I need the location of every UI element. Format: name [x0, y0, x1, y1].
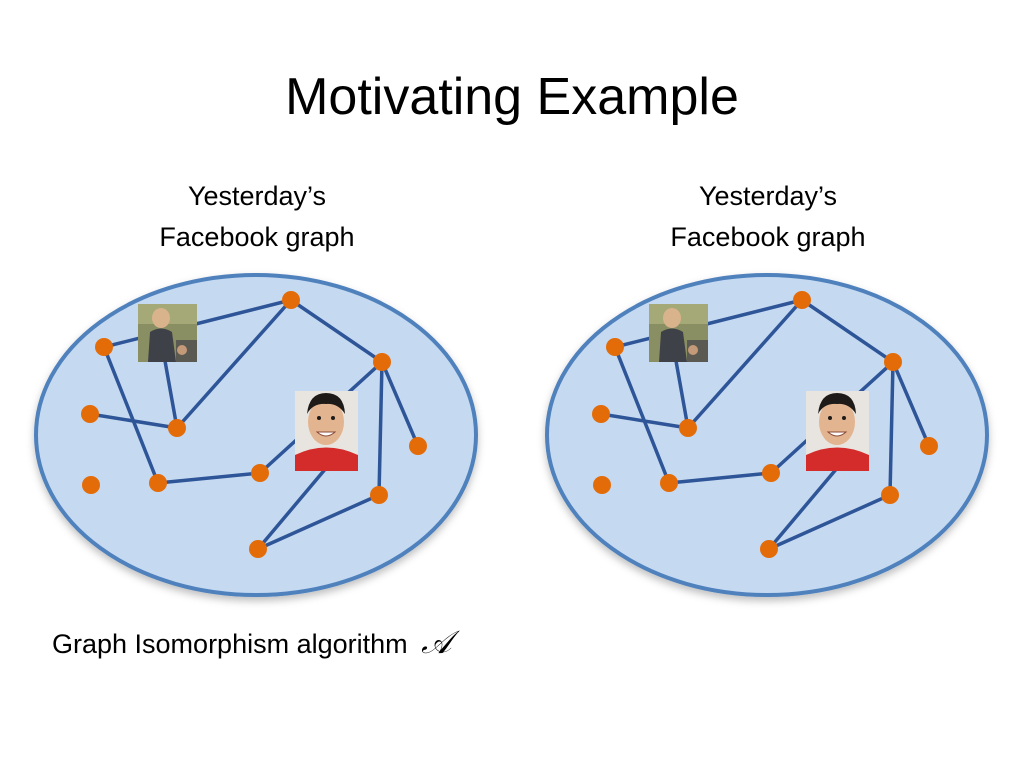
left-edge — [156, 471, 262, 485]
left-graph-edges — [88, 298, 420, 551]
left-node — [409, 437, 427, 455]
right-graph-edges — [599, 298, 931, 551]
right-node — [606, 338, 624, 356]
right-edge — [888, 360, 895, 497]
slide-title: Motivating Example — [285, 68, 739, 126]
left-node — [373, 353, 391, 371]
person-photo-icon — [138, 304, 197, 362]
right-graph-caption: Yesterday’s Facebook graph — [603, 176, 933, 258]
person-photo-icon — [649, 304, 708, 362]
right-node — [679, 419, 697, 437]
left-node — [82, 476, 100, 494]
left-edge — [88, 412, 179, 430]
right-graph-nodes — [592, 291, 938, 558]
left-node — [168, 419, 186, 437]
left-edge — [256, 493, 381, 551]
left-node — [282, 291, 300, 309]
algorithm-symbol: 𝒜 — [421, 623, 452, 661]
right-node — [793, 291, 811, 309]
smiling-face-photo-icon — [806, 391, 869, 471]
left-caption-line1: Yesterday’s — [187, 181, 327, 211]
right-node — [760, 540, 778, 558]
left-edge — [377, 360, 384, 497]
right-node — [762, 464, 780, 482]
left-edge — [380, 360, 420, 448]
left-node — [370, 486, 388, 504]
left-edge — [102, 345, 160, 485]
right-node — [660, 474, 678, 492]
right-caption-line2: Facebook graph — [670, 222, 866, 252]
left-node — [95, 338, 113, 356]
right-node — [884, 353, 902, 371]
left-edge — [175, 298, 293, 430]
right-edge — [686, 298, 804, 430]
left-edge — [289, 298, 384, 364]
right-edge — [891, 360, 931, 448]
right-edge — [767, 493, 892, 551]
right-edge — [613, 345, 671, 485]
right-edge — [800, 298, 895, 364]
right-edge — [667, 471, 773, 485]
right-node — [920, 437, 938, 455]
algorithm-label: Graph Isomorphism algorithm — [52, 629, 408, 659]
left-graph-nodes — [81, 291, 427, 558]
left-node — [81, 405, 99, 423]
right-node — [592, 405, 610, 423]
left-graph — [34, 273, 478, 597]
right-edge — [599, 412, 690, 430]
left-edge — [256, 465, 329, 551]
right-node — [881, 486, 899, 504]
right-node — [593, 476, 611, 494]
left-graph-caption: Yesterday’s Facebook graph — [92, 176, 422, 258]
smiling-face-photo-icon — [295, 391, 358, 471]
left-node — [251, 464, 269, 482]
left-caption-line2: Facebook graph — [159, 222, 355, 252]
algorithm-caption: Graph Isomorphism algorithm 𝒜 — [52, 620, 451, 666]
right-graph — [545, 273, 989, 597]
right-edge — [767, 465, 840, 551]
left-node — [149, 474, 167, 492]
right-caption-line1: Yesterday’s — [698, 181, 838, 211]
left-node — [249, 540, 267, 558]
